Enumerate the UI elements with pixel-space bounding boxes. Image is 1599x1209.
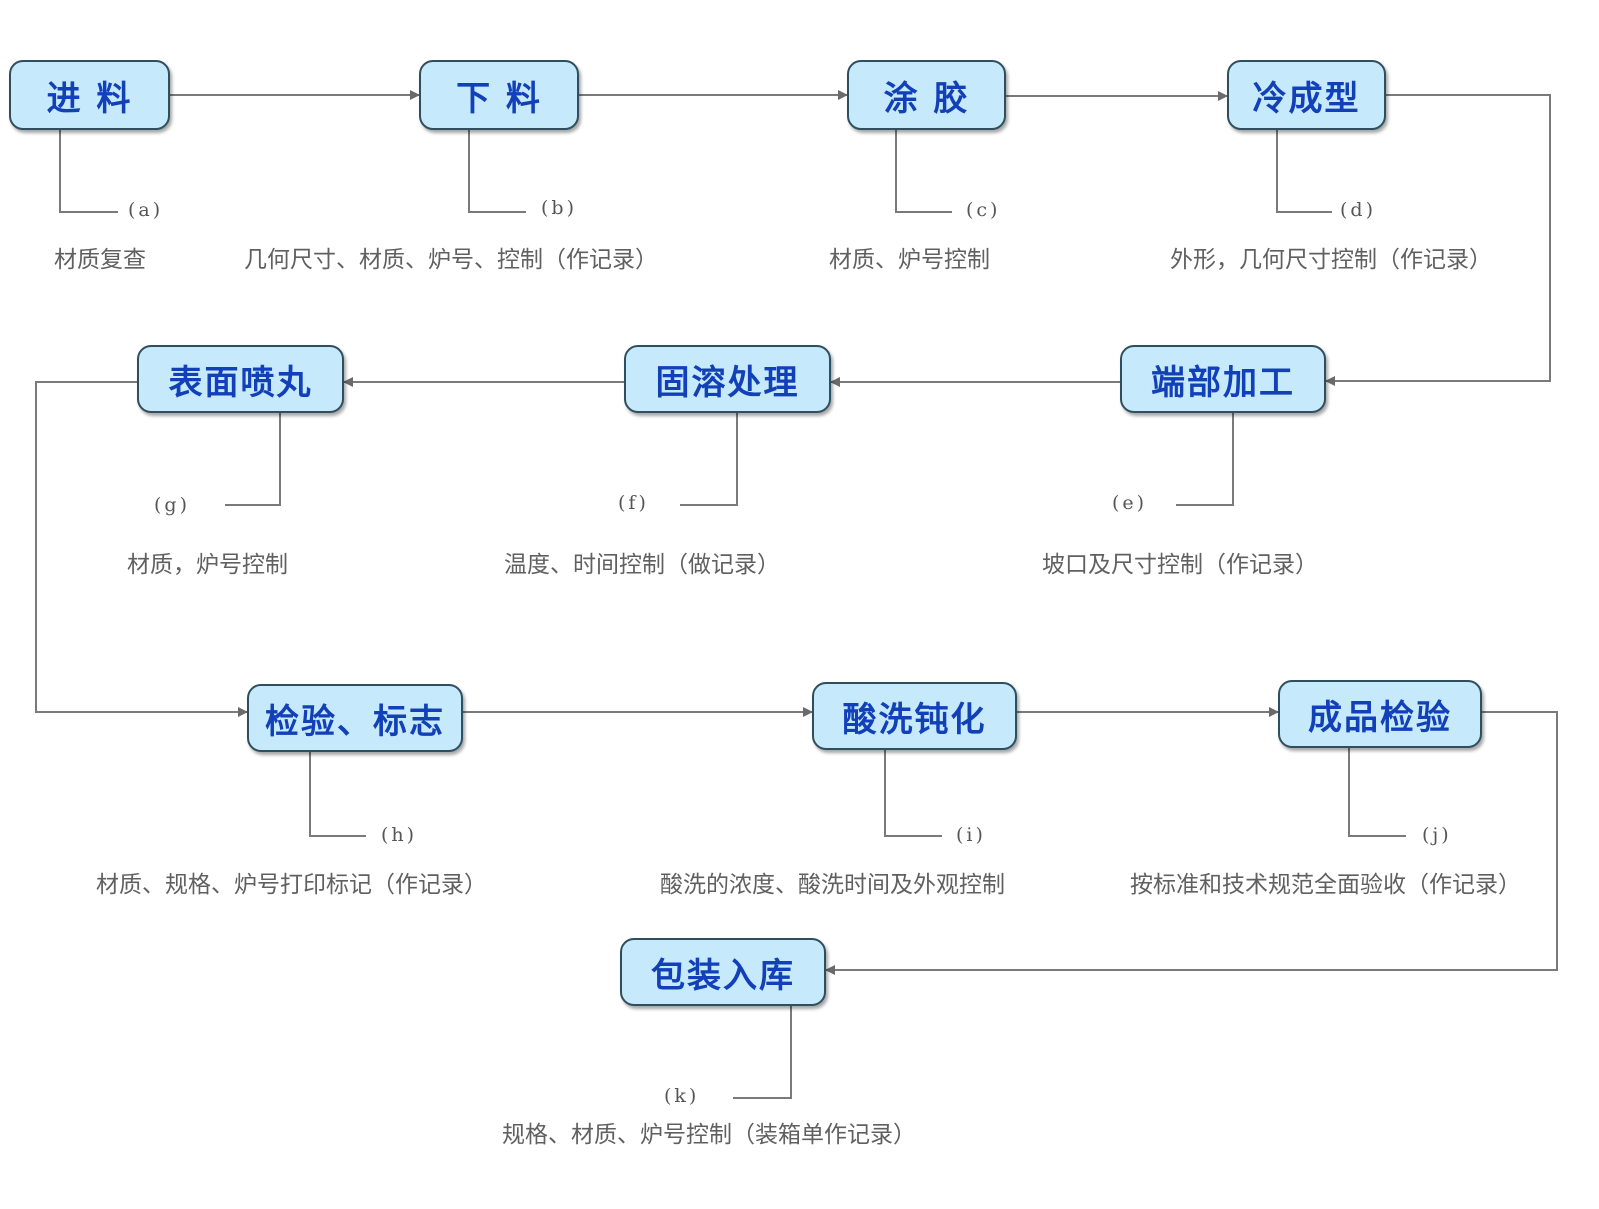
checkpoint-marker-k: (k): [664, 1085, 700, 1107]
leader-c: [895, 130, 952, 213]
control-note-e: 坡口及尺寸控制（作记录）: [1042, 552, 1318, 578]
checkpoint-marker-e: (e): [1112, 492, 1148, 514]
checkpoint-marker-c: (c): [966, 199, 1001, 221]
checkpoint-marker-j: (j): [1422, 824, 1452, 846]
leader-h: [309, 752, 366, 837]
step-box-d: 冷成型: [1227, 60, 1386, 130]
step-box-b: 下 料: [419, 60, 579, 130]
control-note-j: 按标准和技术规范全面验收（作记录）: [1130, 872, 1521, 898]
control-note-c: 材质、炉号控制: [829, 247, 990, 273]
step-box-e: 端部加工: [1120, 345, 1326, 413]
leader-j: [1348, 748, 1406, 837]
checkpoint-marker-a: (a): [128, 199, 164, 221]
control-note-i: 酸洗的浓度、酸洗时间及外观控制: [660, 872, 1005, 898]
step-box-h: 检验、标志: [247, 684, 463, 752]
leader-a: [59, 130, 118, 213]
control-note-g: 材质，炉号控制: [127, 552, 288, 578]
flow-arrow-d-e: [1325, 94, 1551, 386]
checkpoint-marker-g: (g): [154, 494, 190, 516]
leader-k: [733, 1006, 792, 1099]
checkpoint-marker-b: (b): [541, 197, 577, 219]
checkpoint-marker-f: (f): [618, 492, 649, 514]
leader-i: [884, 750, 942, 837]
control-note-d: 外形，几何尺寸控制（作记录）: [1170, 247, 1492, 273]
flow-arrow-j-k: [825, 711, 1558, 975]
step-box-k: 包装入库: [620, 938, 826, 1006]
step-box-a: 进 料: [9, 60, 170, 130]
leader-f: [680, 413, 738, 506]
leader-g: [225, 413, 281, 506]
flow-arrow-g-h: [35, 381, 248, 717]
step-box-j: 成品检验: [1278, 680, 1482, 748]
checkpoint-marker-h: (h): [381, 824, 418, 846]
control-note-a: 材质复查: [54, 247, 146, 273]
control-note-k: 规格、材质、炉号控制（装箱单作记录）: [502, 1122, 916, 1148]
step-box-c: 涂 胶: [847, 60, 1006, 130]
step-box-i: 酸洗钝化: [812, 682, 1017, 750]
control-note-h: 材质、规格、炉号打印标记（作记录）: [96, 872, 487, 898]
control-note-b: 几何尺寸、材质、炉号、控制（作记录）: [244, 247, 658, 273]
control-note-f: 温度、时间控制（做记录）: [504, 552, 780, 578]
leader-e: [1176, 413, 1234, 506]
leader-b: [468, 130, 526, 213]
checkpoint-marker-i: (i): [956, 824, 986, 846]
step-box-f: 固溶处理: [624, 345, 831, 413]
leader-d: [1276, 130, 1332, 213]
checkpoint-marker-d: (d): [1340, 199, 1376, 221]
step-box-g: 表面喷丸: [137, 345, 344, 413]
